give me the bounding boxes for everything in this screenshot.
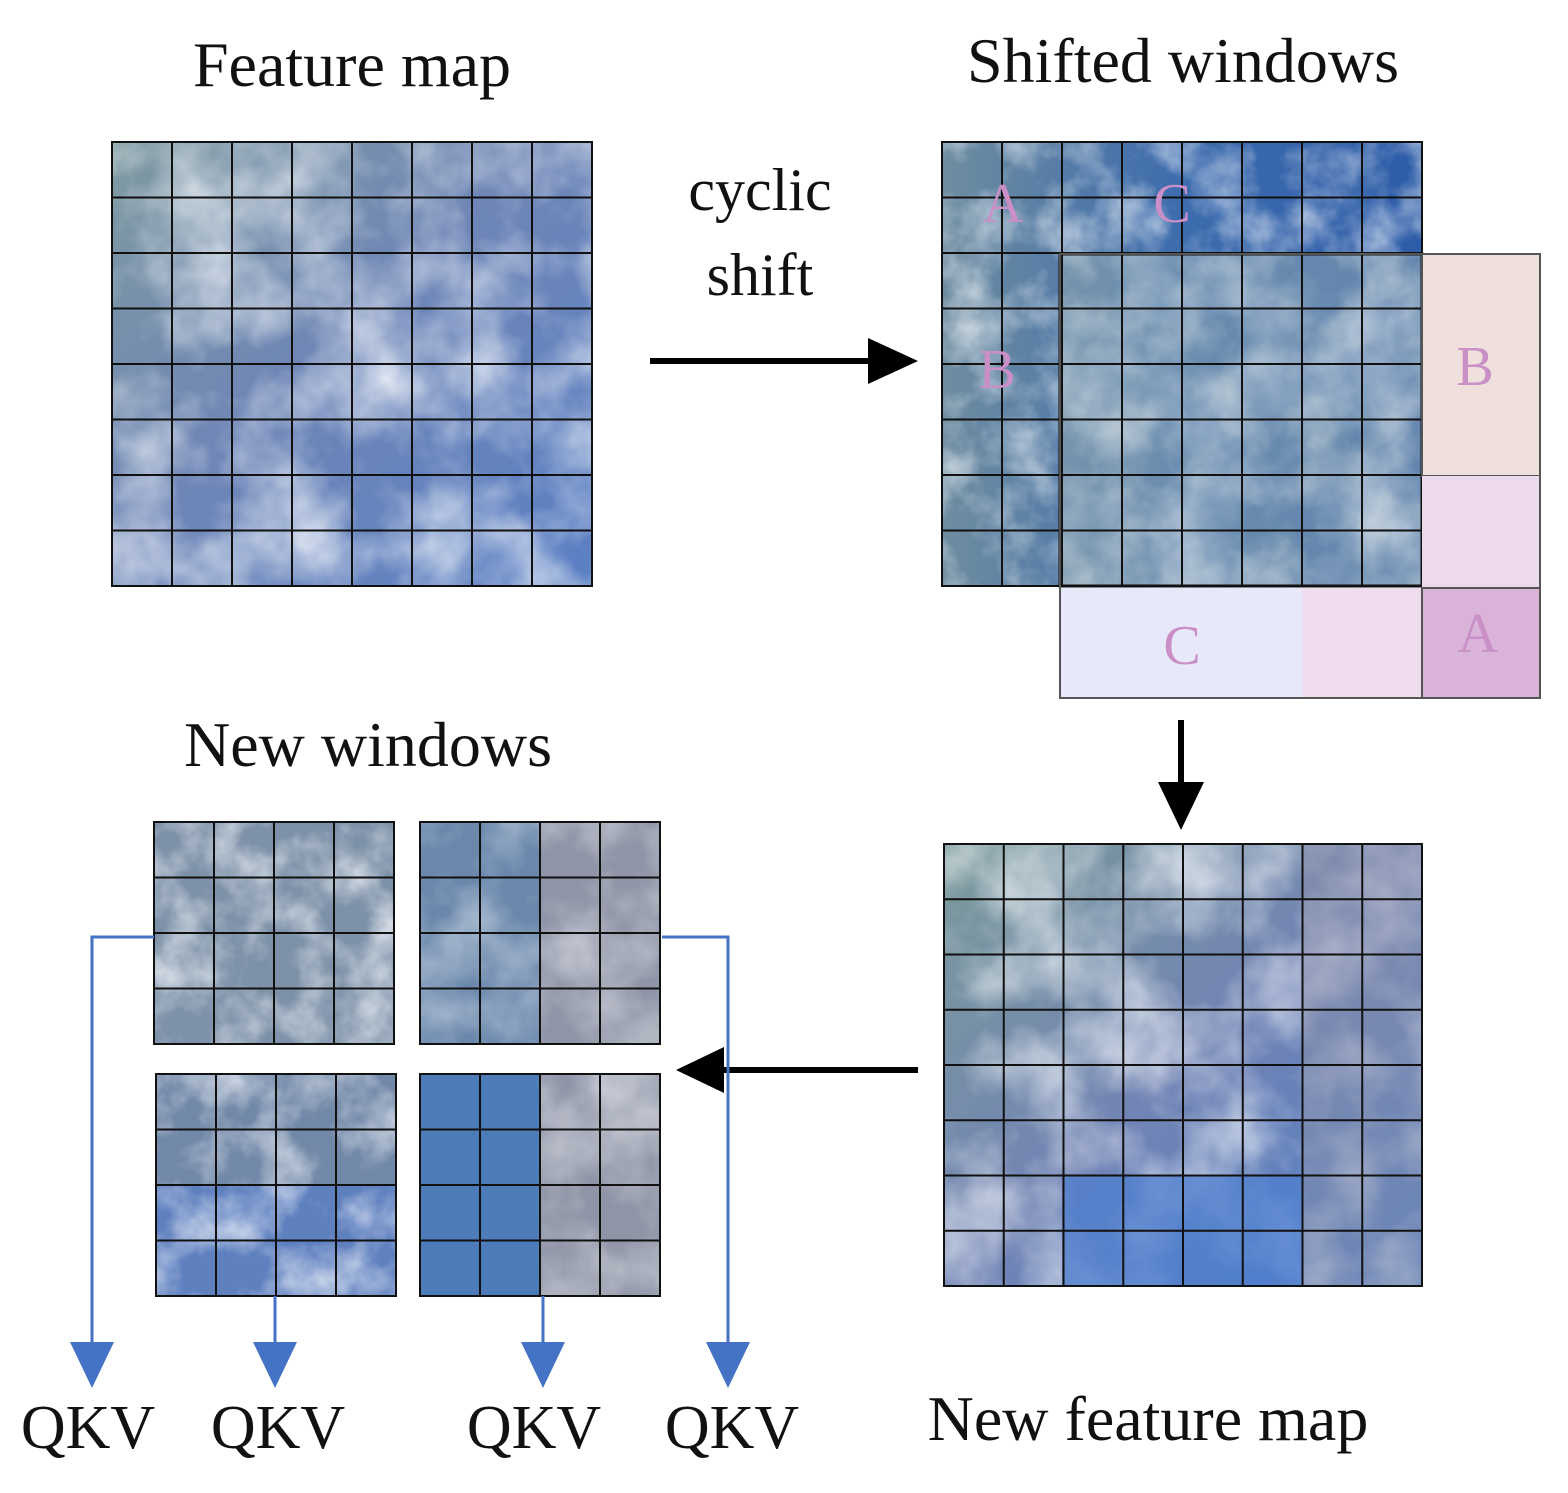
connector-1 <box>90 935 154 1350</box>
new-feature-map-title: New feature map <box>928 1383 1369 1454</box>
feature-map-title: Feature map <box>193 29 511 100</box>
qkv-label-1: QKV <box>21 1394 156 1462</box>
arrowhead-4 <box>706 1342 750 1388</box>
cyclic-shift-arrow <box>650 338 918 384</box>
connector-4 <box>662 935 730 1350</box>
new-window-bottom-left <box>155 1073 397 1297</box>
region-c-box <box>1060 588 1302 698</box>
new-windows-title: New windows <box>184 709 552 780</box>
new-feature-map-grid <box>943 843 1423 1287</box>
qkv-label-3: QKV <box>467 1394 602 1462</box>
cyclic-shift-label-line1: cyclic <box>688 157 831 223</box>
region-label-b-moved: B <box>1456 336 1493 398</box>
down-arrow <box>1158 720 1204 830</box>
moved-regions <box>1059 253 1541 699</box>
qkv-label-2: QKV <box>211 1394 346 1462</box>
qkv-connectors <box>90 935 730 1350</box>
new-window-bottom-right <box>419 1073 661 1297</box>
region-label-a-moved: A <box>1458 603 1499 665</box>
arrowhead-2 <box>253 1342 297 1388</box>
region-a-box <box>1421 587 1541 699</box>
new-window-top-right <box>419 821 661 1045</box>
region-pink-box-2 <box>1302 588 1422 698</box>
qkv-arrowheads <box>70 1342 750 1388</box>
shifted-windows-title: Shifted windows <box>967 25 1399 96</box>
region-label-b-inner: B <box>978 339 1015 401</box>
qkv-label-4: QKV <box>665 1394 800 1462</box>
region-pink-box <box>1422 476 1540 588</box>
cyclic-shift-label-line2: shift <box>707 242 814 308</box>
arrowhead-3 <box>521 1342 565 1388</box>
region-label-c-moved: C <box>1163 615 1200 677</box>
arrowhead-1 <box>70 1342 114 1388</box>
region-label-c-inner: C <box>1153 173 1190 235</box>
shifted-windows-grid <box>941 141 1424 588</box>
region-label-a-inner: A <box>983 173 1024 235</box>
region-b-box <box>1421 253 1541 477</box>
new-window-top-left <box>153 821 395 1045</box>
left-arrow <box>676 1047 918 1093</box>
feature-map-grid <box>111 141 593 587</box>
